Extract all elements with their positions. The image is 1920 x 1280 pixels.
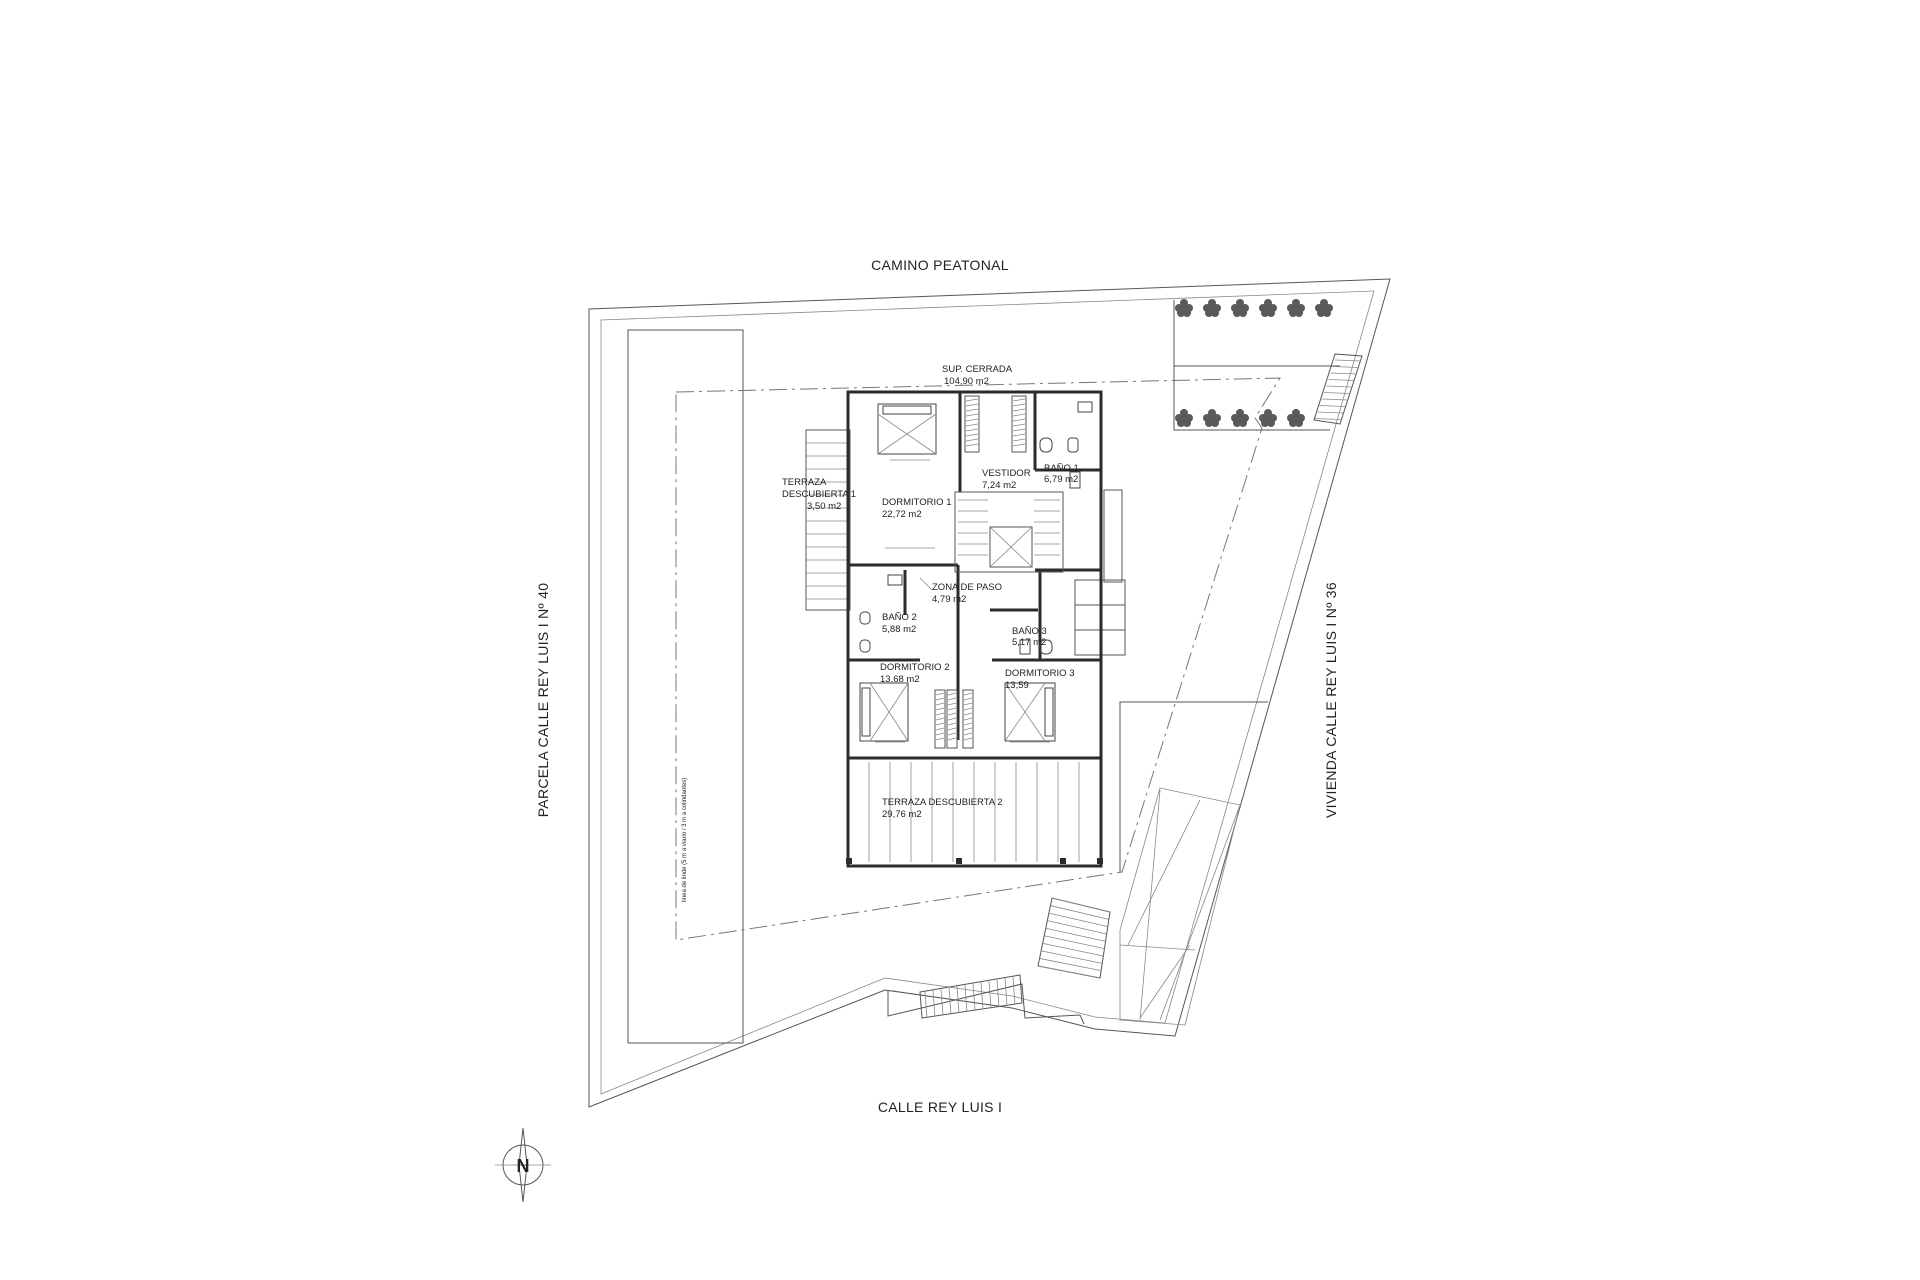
- stair-step: [940, 989, 944, 1016]
- stair-step: [924, 991, 928, 1019]
- garden-planter: [1173, 300, 1340, 431]
- wardrobes: [934, 395, 1027, 749]
- wardrobe-vestidor-east: [1011, 395, 1027, 453]
- tree-icon: [1203, 299, 1221, 317]
- stair-step: [932, 990, 936, 1017]
- stair-step: [1317, 411, 1344, 414]
- tree-icon: [1259, 299, 1277, 317]
- tree-icon: [1175, 299, 1193, 317]
- terraza-2-area: 29,76 m2: [882, 809, 922, 820]
- stair-step: [1051, 897, 1111, 913]
- stair-step: [1037, 965, 1101, 979]
- enclosed-area-label: SUP. CERRADA: [942, 364, 1013, 375]
- dormitorio-1-area: 22,72 m2: [882, 509, 922, 520]
- stair-step: [1039, 958, 1102, 972]
- stair-step: [1326, 385, 1353, 388]
- tree-icon: [1259, 409, 1277, 427]
- driveway-ramp: [1119, 701, 1268, 1026]
- level-marks: [875, 459, 1050, 743]
- terraza-2-name: TERRAZA DESCUBIERTA 2: [882, 797, 1003, 808]
- zona-paso-area: 4,79 m2: [932, 594, 966, 605]
- terrace-2: [846, 756, 1103, 868]
- dormitorio-3-name: DORMITORIO 3: [1005, 668, 1075, 679]
- vestidor-area: 7,24 m2: [982, 480, 1016, 491]
- dormitorio-2-area: 13,68 m2: [880, 674, 920, 685]
- wardrobe-dormitorio-3: [962, 689, 974, 749]
- tree-icon: [1203, 409, 1221, 427]
- stair-step: [1328, 379, 1355, 381]
- terraza-1-name-a: TERRAZA: [782, 477, 827, 488]
- se-stair: [1037, 897, 1111, 979]
- terraza-1-name-b: DESCUBIERTA 1: [782, 489, 856, 500]
- bano-3-area: 5,17 m2: [1012, 637, 1046, 648]
- street-east-label: VIVIENDA CALLE REY LUIS I Nº 36: [1323, 582, 1339, 818]
- stair-step: [956, 986, 960, 1014]
- stair-step: [988, 980, 992, 1009]
- pool: [627, 329, 744, 1044]
- bano-1-area: 6,79 m2: [1044, 474, 1078, 485]
- street-north-label: CAMINO PEATONAL: [871, 257, 1009, 273]
- enclosed-area-value: 104,90 m2: [944, 376, 989, 387]
- tree-icon: [1287, 299, 1305, 317]
- stair-step: [1332, 366, 1359, 368]
- wardrobe-vestidor-west: [964, 395, 980, 453]
- stair-step: [980, 982, 984, 1010]
- tree-icons: [1175, 299, 1333, 427]
- stair-step: [1045, 927, 1106, 942]
- stair-step: [948, 987, 952, 1015]
- house-walls: [846, 390, 1103, 760]
- tree-icon: [1175, 409, 1193, 427]
- stair-step: [1012, 976, 1016, 1005]
- bath-fixtures: [859, 401, 1093, 655]
- setback-note: línea de linde (5 m a viario / 3 m a col…: [682, 778, 688, 902]
- setback-line: [675, 377, 1281, 941]
- stair-step: [1323, 392, 1351, 394]
- tree-icon: [1231, 409, 1249, 427]
- bed-dormitorio-1: [877, 403, 937, 455]
- bano-2-area: 5,88 m2: [882, 624, 916, 635]
- stair-step: [1044, 935, 1105, 950]
- zona-paso-name: ZONA DE PASO: [932, 582, 1002, 593]
- stair-step: [1047, 920, 1107, 935]
- tree-icon: [1315, 299, 1333, 317]
- stair-step: [1315, 418, 1342, 420]
- stair-step: [1321, 398, 1348, 401]
- south-stair: [887, 974, 1085, 1025]
- dormitorio-2-name: DORMITORIO 2: [880, 662, 950, 673]
- north-arrow-letter: N: [517, 1156, 530, 1176]
- terraza-1-area: 3,50 m2: [807, 501, 841, 512]
- stair-step: [1004, 977, 1008, 1007]
- bano-1-name: BAÑO 1: [1044, 463, 1079, 474]
- stair-step: [1050, 905, 1109, 920]
- north-arrow: N: [495, 1127, 551, 1203]
- bed-dormitorio-3: [1004, 682, 1056, 742]
- terrace-1: [805, 429, 851, 611]
- bano-2-name: BAÑO 2: [882, 612, 917, 623]
- ne-stair: [1313, 353, 1363, 425]
- dormitorio-3-area: 13,59: [1005, 680, 1029, 691]
- stair-step: [1319, 405, 1346, 407]
- bed-dormitorio-2: [859, 682, 909, 742]
- tree-icon: [1231, 299, 1249, 317]
- tree-icon: [1287, 409, 1305, 427]
- stair-step: [996, 979, 1000, 1008]
- stair-step: [1048, 912, 1108, 928]
- stair-step: [1041, 950, 1103, 964]
- vestidor-name: VESTIDOR: [982, 468, 1031, 479]
- street-south-label: CALLE REY LUIS I: [878, 1099, 1002, 1115]
- dormitorio-1-name: DORMITORIO 1: [882, 497, 952, 508]
- stair-step: [1334, 359, 1362, 362]
- stair-core: [954, 491, 1064, 573]
- bano-3-name: BAÑO 3: [1012, 626, 1047, 637]
- wardrobe-dormitorio-2b: [946, 689, 958, 749]
- stair-step: [1330, 372, 1357, 375]
- stair-step: [1042, 942, 1104, 957]
- stair-step: [972, 983, 976, 1011]
- wardrobe-dormitorio-2: [934, 689, 946, 749]
- street-west-label: PARCELA CALLE REY LUIS I Nº 40: [535, 583, 551, 818]
- stair-step: [964, 984, 968, 1013]
